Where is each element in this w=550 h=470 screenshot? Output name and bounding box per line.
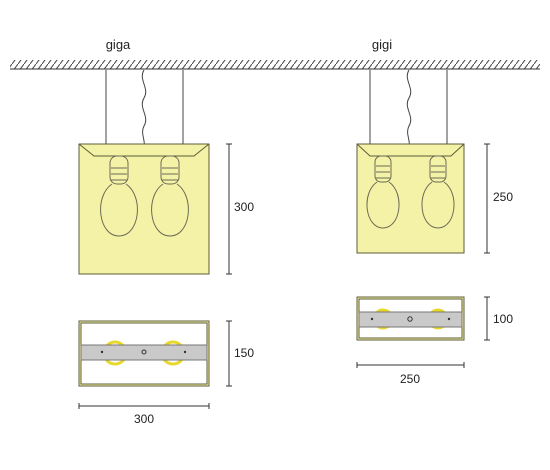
product-name-giga: giga: [106, 37, 131, 52]
gigi-front-view: 250: [356, 69, 513, 254]
width-dimension: [78, 403, 210, 409]
gigi-bottom-view: 100 250: [356, 296, 513, 386]
bracket-screw-left: [100, 350, 104, 354]
bracket-center: [407, 316, 413, 322]
giga-bottom-view: 150 300: [78, 320, 254, 426]
bulb-left: [366, 155, 400, 229]
height-label: 250: [493, 190, 513, 204]
product-name-gigi: gigi: [372, 37, 392, 52]
bracket-screw-right: [183, 350, 187, 354]
power-cord: [141, 69, 147, 149]
width-label: 250: [400, 372, 420, 386]
ceiling-hatch: [10, 60, 540, 69]
bulb-left: [100, 155, 138, 237]
depth-label: 100: [493, 312, 513, 326]
depth-dimension: [484, 296, 490, 341]
bulb-right: [151, 155, 189, 237]
height-label: 300: [234, 200, 254, 214]
mounting-bracket: [358, 311, 463, 328]
width-label: 300: [134, 412, 154, 426]
width-dimension: [356, 362, 465, 368]
power-cord: [406, 69, 412, 149]
mounting-bracket: [80, 344, 208, 361]
bracket-center: [141, 349, 147, 355]
height-dimension: [484, 143, 490, 254]
depth-dimension: [226, 320, 232, 387]
bulb-right: [421, 155, 455, 229]
height-dimension: [226, 143, 232, 275]
ceiling: [10, 60, 540, 70]
lamp-shade: [78, 143, 210, 275]
giga-front-view: 300: [78, 69, 254, 275]
lamp-shade: [356, 143, 465, 254]
bracket-screw-right: [447, 317, 451, 321]
shade-top-fold: [356, 143, 465, 157]
bracket-screw-left: [370, 317, 374, 321]
shade-top-fold: [78, 143, 210, 157]
depth-label: 150: [234, 346, 254, 360]
